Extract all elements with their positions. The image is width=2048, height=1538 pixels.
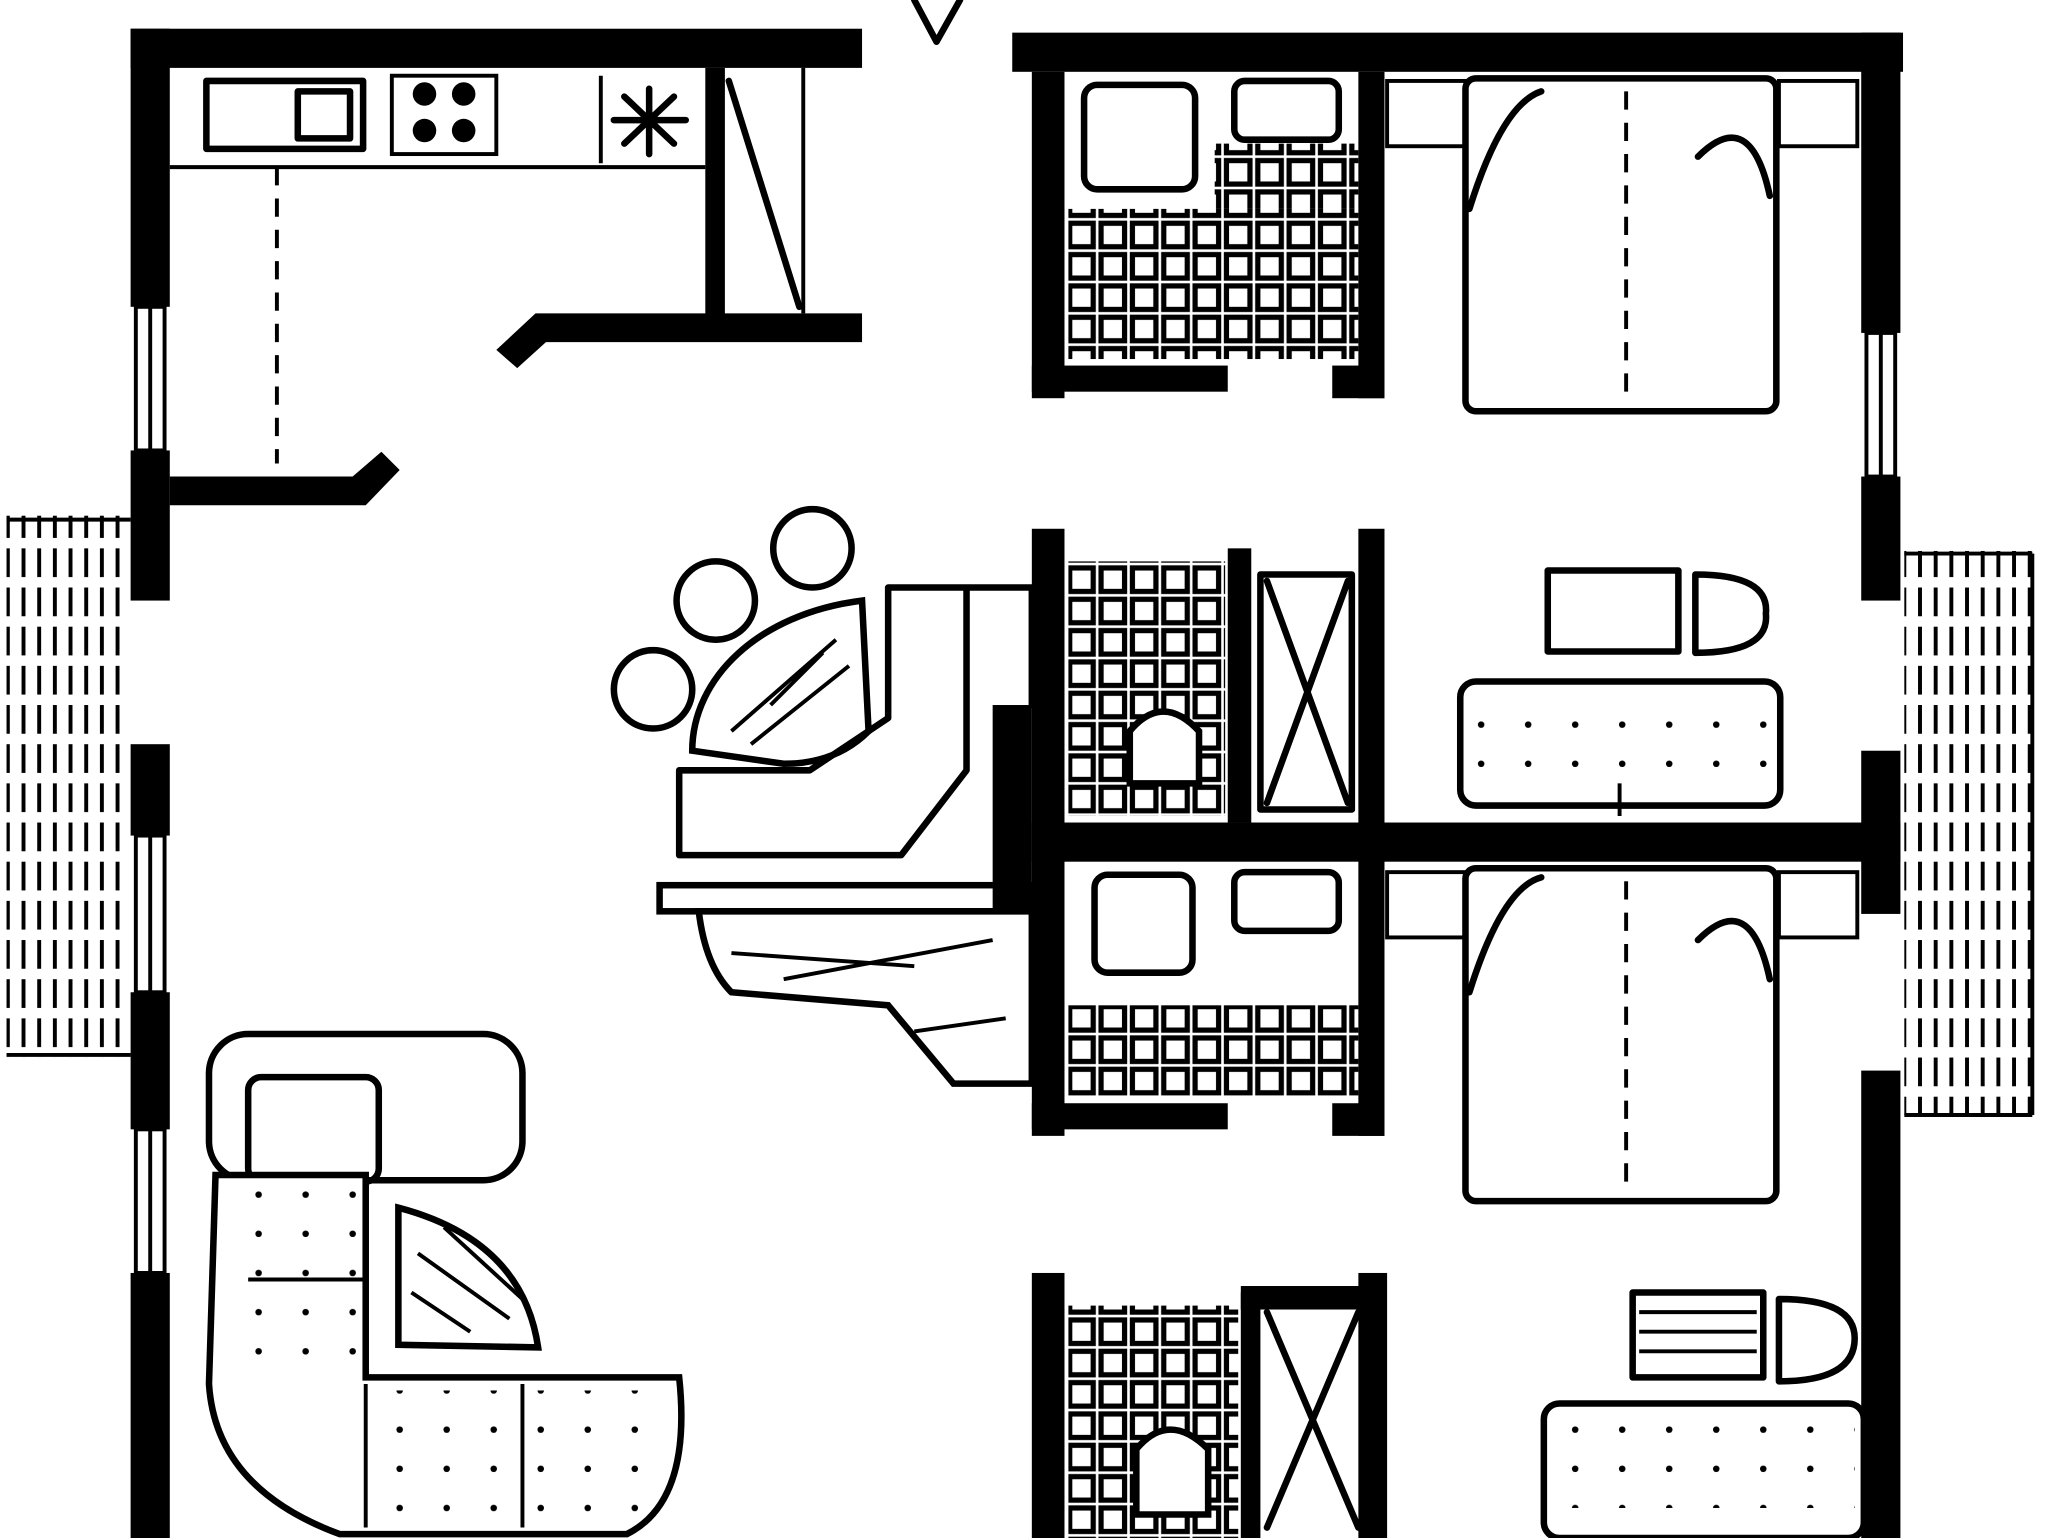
sink-icon	[1231, 868, 1343, 935]
toilet-icon	[1126, 708, 1203, 787]
shower-icon	[1091, 871, 1196, 976]
bed-icon	[1385, 75, 1860, 415]
tv-unit	[656, 881, 1036, 1087]
kitchen	[169, 67, 863, 506]
interior-walls	[992, 71, 1901, 1538]
sofa-icon	[205, 1030, 685, 1538]
stove-icon	[389, 73, 499, 157]
toilet-icon	[1133, 1426, 1212, 1518]
entrance-arrow	[911, 0, 964, 46]
bed-icon	[1385, 864, 1860, 1205]
balcony-right	[1904, 550, 2035, 1117]
desk-icon	[1456, 567, 1784, 817]
shower-icon	[1257, 571, 1356, 813]
dining-table	[610, 505, 1036, 859]
fan-icon	[598, 75, 689, 164]
desk-icon	[1540, 1289, 1868, 1538]
shower-icon	[1263, 1308, 1362, 1531]
sink-icon	[203, 77, 367, 153]
coffee-table	[395, 1203, 542, 1351]
bathroom-3	[1068, 868, 1359, 1097]
windows	[133, 304, 1898, 1275]
bathroom-4	[1068, 1305, 1362, 1538]
bathroom-2	[1068, 561, 1356, 817]
shower-icon	[1080, 81, 1199, 193]
bathroom-1	[1068, 77, 1359, 360]
balcony-left	[6, 515, 131, 1058]
sink-icon	[1231, 77, 1343, 143]
outer-walls	[130, 28, 1904, 1538]
